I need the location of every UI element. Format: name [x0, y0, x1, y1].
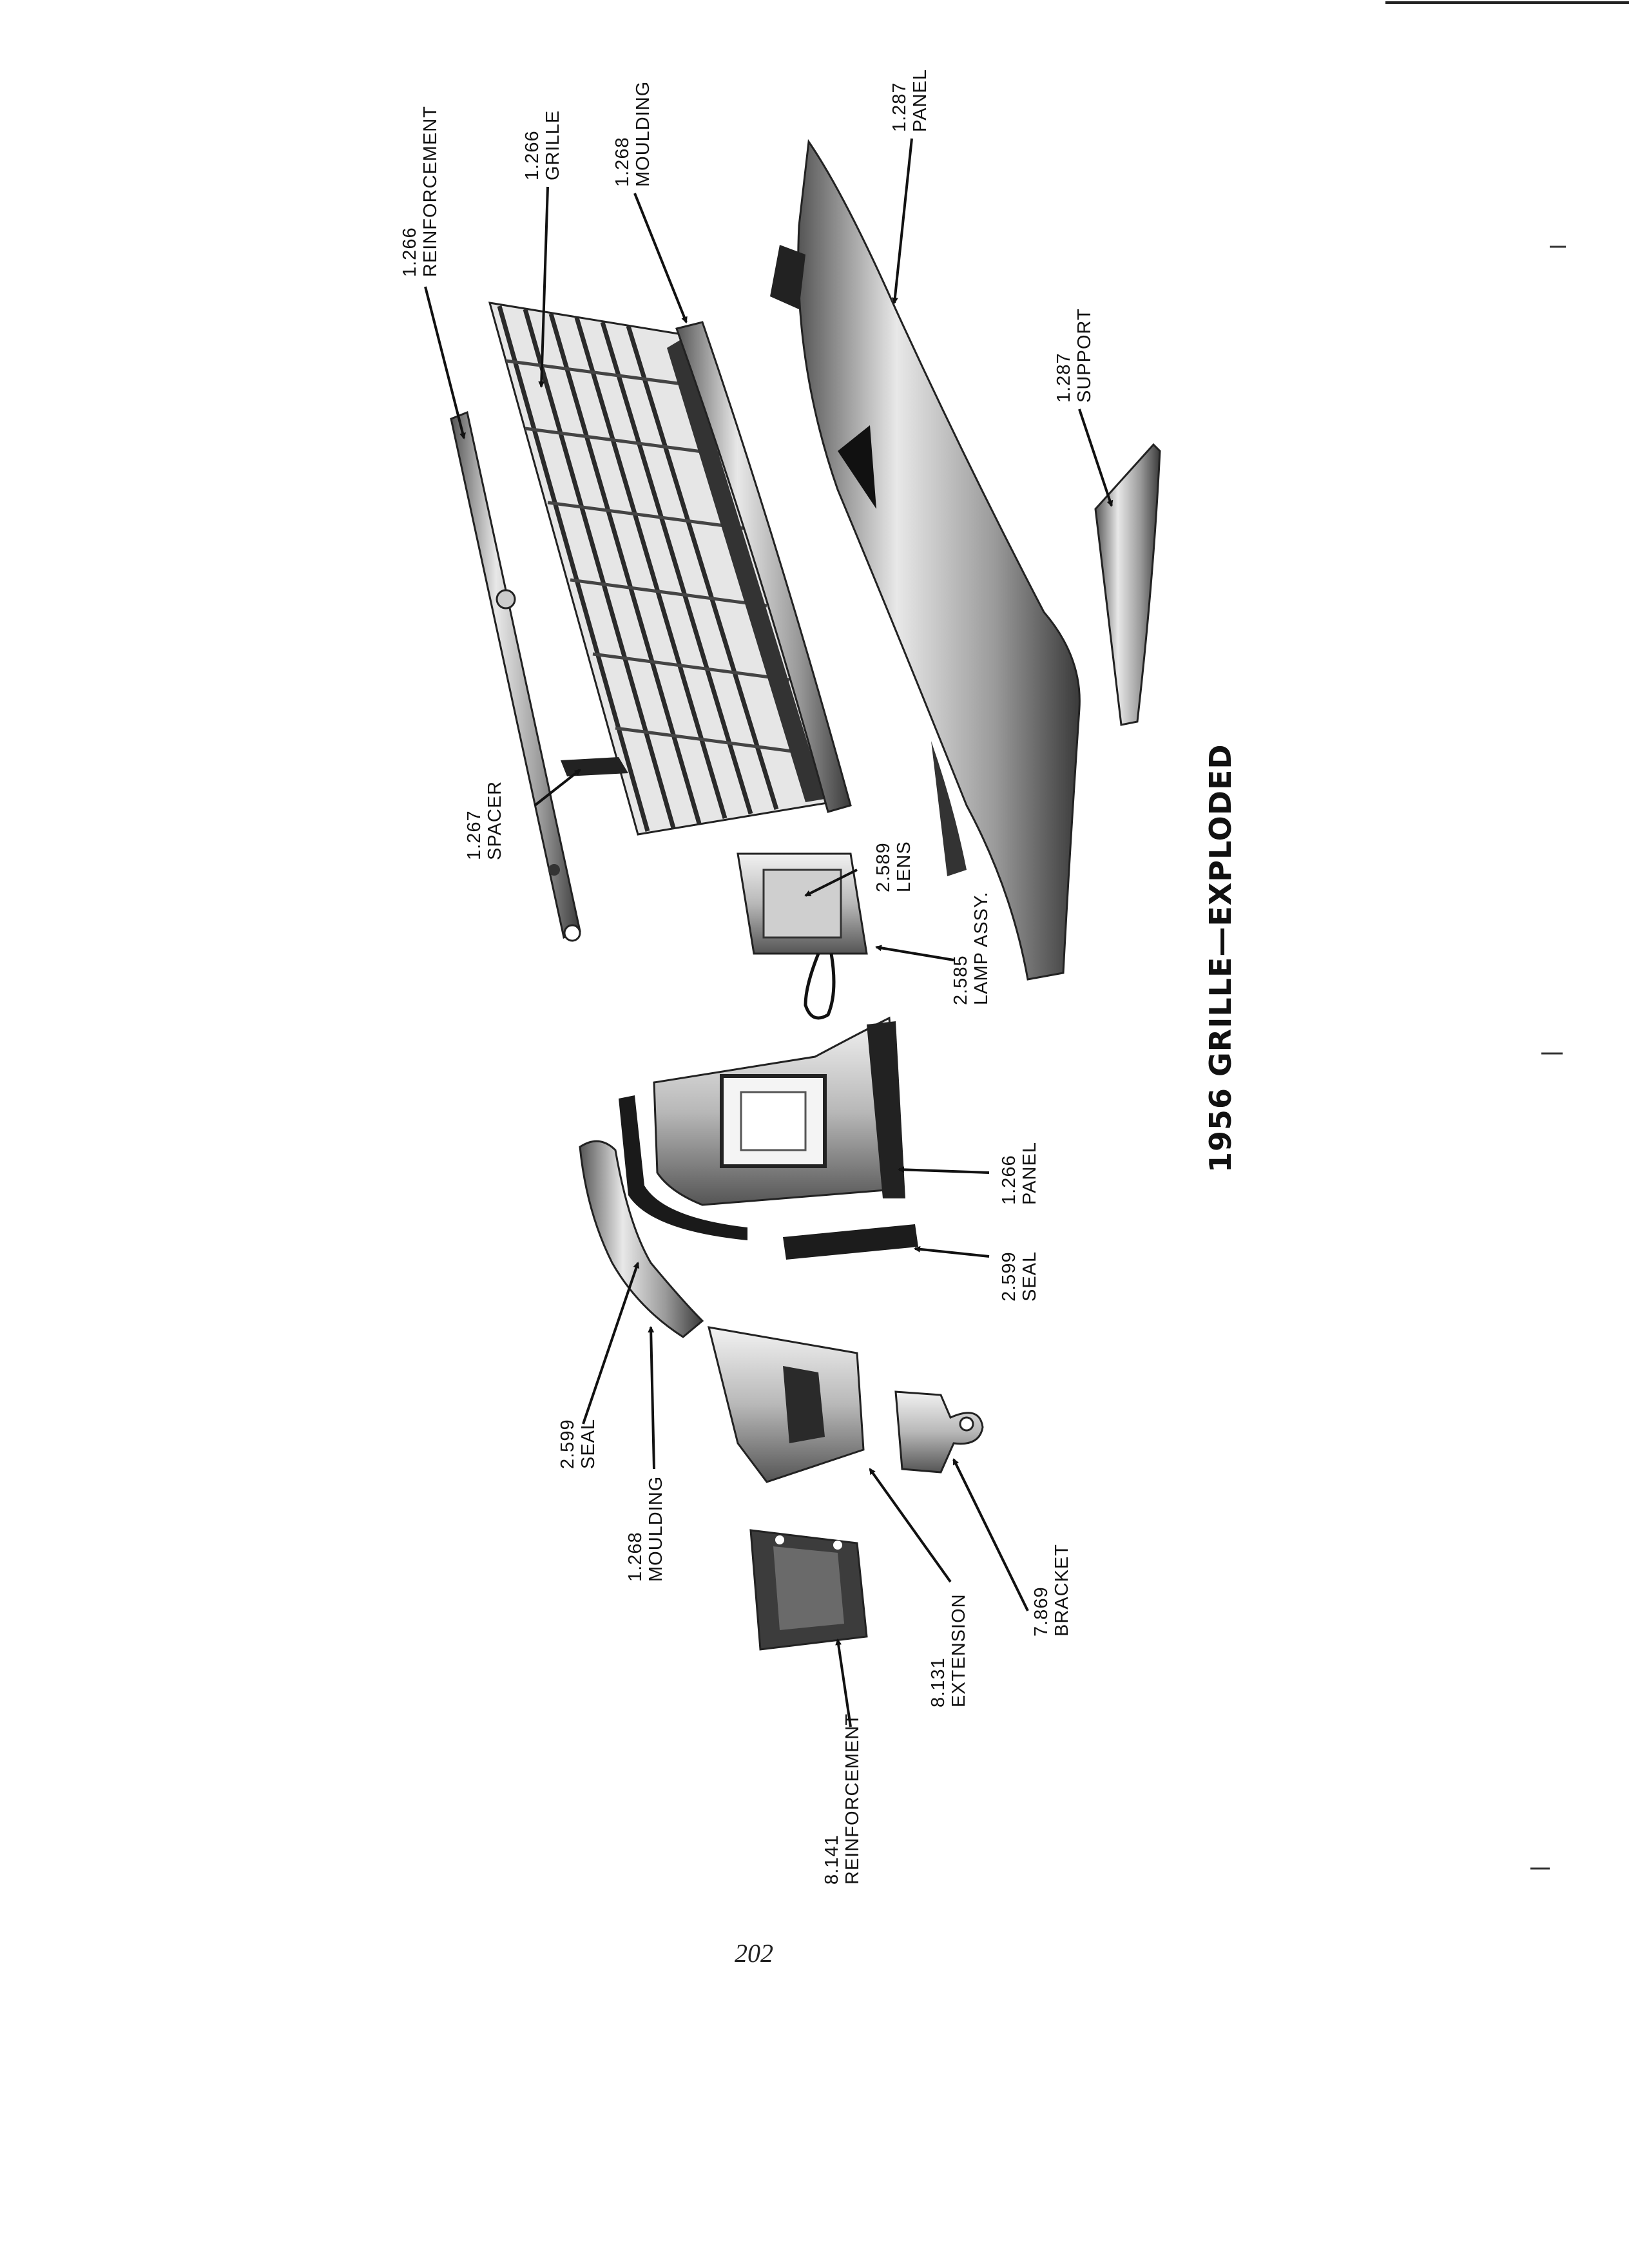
callout-label-lens-2589: 2.589 LENS — [873, 841, 914, 892]
callout-number: 8.131 — [928, 1657, 949, 1707]
callout-number: 1.267 — [464, 810, 485, 860]
callout-name: MOULDING — [646, 1476, 666, 1582]
lower-reinforcement-part — [749, 1529, 868, 1651]
callout-number: 2.589 — [873, 842, 894, 892]
callout-name: SEAL — [1019, 1251, 1040, 1302]
callout-number: 1.287 — [889, 82, 910, 132]
callout-name: EXTENSION — [949, 1593, 969, 1707]
lower-moulding-part — [579, 1140, 704, 1338]
callout-name: SPACER — [485, 781, 505, 860]
upper-moulding-part — [675, 321, 852, 813]
callout-name: GRILLE — [543, 110, 563, 180]
callout-arrows — [424, 138, 1113, 1727]
curved-seal-part — [619, 1095, 747, 1240]
callout-name: MOULDING — [633, 81, 653, 187]
support-part — [1094, 443, 1161, 726]
callout-number: 1.266 — [999, 1155, 1019, 1205]
callout-number: 7.869 — [1031, 1586, 1052, 1637]
callout-number: 2.599 — [557, 1419, 578, 1469]
straight-seal-part — [783, 1224, 918, 1260]
callout-name: PANEL — [1019, 1142, 1040, 1205]
callout-label-support-1287: 1.287 SUPPORT — [1054, 308, 1095, 403]
lower-panel-part — [653, 1016, 905, 1206]
callout-name: LENS — [894, 841, 914, 892]
callout-label-moulding-1268-left: 1.268 MOULDING — [625, 1476, 666, 1582]
callout-label-reinforcement-1266: 1.266 REINFORCEMENT — [400, 106, 441, 277]
callout-number: 2.585 — [950, 955, 971, 1005]
grille-part — [488, 302, 833, 836]
callout-label-seal-2599-right: 2.599 SEAL — [999, 1251, 1040, 1302]
callout-name: SEAL — [578, 1419, 599, 1469]
callout-label-panel-1287: 1.287 PANEL — [889, 69, 930, 132]
callout-name: SUPPORT — [1074, 308, 1095, 403]
callout-name: PANEL — [910, 69, 930, 132]
callout-name: REINFORCEMENT — [420, 106, 441, 277]
callout-name: BRACKET — [1052, 1544, 1072, 1637]
callout-name: REINFORCEMENT — [842, 1713, 863, 1885]
callout-label-moulding-1268-top: 1.268 MOULDING — [612, 81, 653, 187]
reinforcement-bar-part — [450, 410, 581, 942]
callout-number: 1.266 — [522, 130, 543, 180]
callout-label-lamp-2585: 2.585 LAMP ASSY. — [950, 891, 992, 1005]
callout-number: 1.266 — [400, 227, 420, 277]
figure-title: 1956 GRILLE—EXPLODED — [1203, 744, 1238, 1173]
callout-label-spacer-1267: 1.267 SPACER — [464, 781, 505, 860]
callout-number: 1.287 — [1054, 352, 1074, 403]
lamp-assembly-part — [737, 852, 868, 1020]
callout-number: 8.141 — [822, 1834, 842, 1885]
callout-number: 1.268 — [612, 137, 633, 187]
callout-number: 2.599 — [999, 1251, 1019, 1302]
callout-label-extension-8131: 8.131 EXTENSION — [928, 1593, 969, 1707]
callout-label-panel-1266: 1.266 PANEL — [999, 1142, 1040, 1205]
upper-panel-part — [770, 139, 1081, 981]
callout-name: LAMP ASSY. — [971, 891, 992, 1005]
bracket-part — [894, 1390, 984, 1474]
page-number: 202 — [735, 1939, 773, 1968]
extension-part — [707, 1326, 865, 1483]
callout-label-bracket-7869: 7.869 BRACKET — [1031, 1544, 1072, 1637]
callout-label-grille-1266: 1.266 GRILLE — [522, 110, 563, 180]
callout-number: 1.268 — [625, 1532, 646, 1582]
callout-label-reinforcement-8141: 8.141 REINFORCEMENT — [822, 1713, 863, 1885]
callout-label-seal-2599-left: 2.599 SEAL — [557, 1419, 599, 1469]
